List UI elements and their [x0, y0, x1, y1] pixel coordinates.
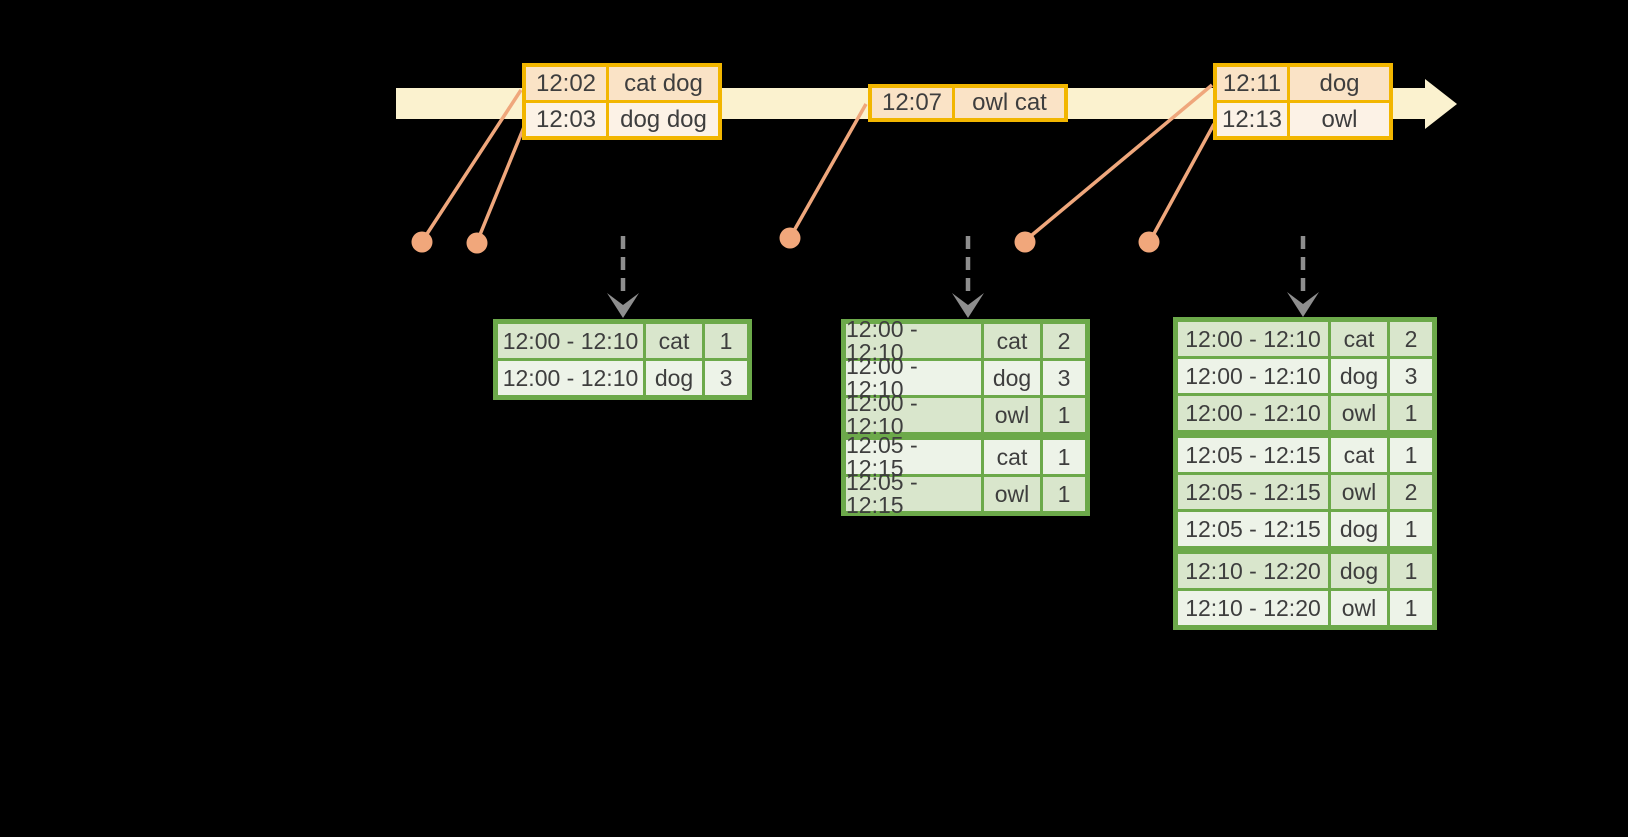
- result-row: 12:00 - 12:10 cat 1: [498, 324, 747, 358]
- event-row: 12:02 cat dog: [526, 67, 718, 100]
- result-count: 3: [705, 361, 747, 395]
- result-count: 3: [1043, 361, 1085, 395]
- result-window: 12:10 - 12:20: [1178, 591, 1328, 625]
- result-window: 12:00 - 12:10: [1178, 359, 1328, 393]
- result-word: cat: [646, 324, 702, 358]
- event-time: 12:02: [526, 67, 606, 100]
- result-window: 12:05 - 12:15: [846, 471, 981, 517]
- event-table-2: 12:07 owl cat: [868, 84, 1068, 122]
- result-window: 12:00 - 12:10: [846, 318, 981, 364]
- result-row: 12:00 - 12:10 owl 1: [846, 392, 1085, 438]
- result-word: cat: [984, 440, 1040, 474]
- result-window: 12:00 - 12:10: [846, 355, 981, 401]
- result-window: 12:00 - 12:10: [498, 361, 643, 395]
- result-count: 1: [1390, 512, 1432, 546]
- result-row: 12:00 - 12:10 dog 3: [498, 361, 747, 395]
- result-word: owl: [1331, 591, 1387, 625]
- event-words: owl cat: [955, 88, 1064, 118]
- event-row: 12:03 dog dog: [526, 103, 718, 136]
- result-count: 1: [1043, 440, 1085, 474]
- result-word: dog: [984, 361, 1040, 395]
- connector-line: [1148, 123, 1216, 242]
- event-words: cat dog: [609, 67, 718, 100]
- result-row: 12:00 - 12:10 dog 3: [846, 355, 1085, 401]
- timeline-arrow-head-icon: [1425, 79, 1457, 129]
- result-count: 1: [1390, 438, 1432, 472]
- result-window: 12:00 - 12:10: [846, 392, 981, 438]
- result-row: 12:00 - 12:10 cat 2: [1178, 322, 1432, 356]
- result-word: owl: [984, 477, 1040, 511]
- event-table-3: 12:11 dog 12:13 owl: [1213, 63, 1393, 140]
- event-dot: [1138, 231, 1160, 253]
- result-row: 12:05 - 12:15 owl 2: [1178, 475, 1432, 509]
- result-window: 12:00 - 12:10: [1178, 322, 1328, 356]
- result-word: cat: [1331, 322, 1387, 356]
- event-dot: [1014, 231, 1036, 253]
- event-time: 12:13: [1217, 103, 1287, 136]
- result-word: dog: [1331, 359, 1387, 393]
- result-count: 2: [1043, 324, 1085, 358]
- result-row: 12:05 - 12:15 cat 1: [846, 434, 1085, 480]
- result-count: 2: [1390, 475, 1432, 509]
- result-table-3: 12:00 - 12:10 cat 2 12:00 - 12:10 dog 3 …: [1173, 317, 1437, 630]
- result-word: dog: [1331, 512, 1387, 546]
- event-time: 12:07: [872, 88, 952, 118]
- result-word: dog: [1331, 554, 1387, 588]
- event-words: dog dog: [609, 103, 718, 136]
- result-window: 12:05 - 12:15: [1178, 438, 1328, 472]
- result-window: 12:10 - 12:20: [1178, 554, 1328, 588]
- result-word: cat: [984, 324, 1040, 358]
- event-dot: [466, 232, 488, 254]
- result-count: 1: [1390, 396, 1432, 430]
- result-row: 12:05 - 12:15 owl 1: [846, 471, 1085, 517]
- event-time: 12:03: [526, 103, 606, 136]
- result-word: owl: [1331, 475, 1387, 509]
- result-row: 12:00 - 12:10 cat 2: [846, 318, 1085, 364]
- result-window: 12:00 - 12:10: [1178, 396, 1328, 430]
- result-row: 12:10 - 12:20 owl 1: [1178, 591, 1432, 625]
- trigger-arrowhead-icon: [952, 293, 984, 318]
- event-row: 12:13 owl: [1217, 103, 1389, 136]
- result-table-1: 12:00 - 12:10 cat 1 12:00 - 12:10 dog 3: [493, 319, 752, 400]
- result-row: 12:05 - 12:15 dog 1: [1178, 512, 1432, 546]
- event-row: 12:07 owl cat: [872, 88, 1064, 118]
- result-word: owl: [1331, 396, 1387, 430]
- result-count: 1: [1043, 398, 1085, 432]
- event-time: 12:11: [1217, 67, 1287, 100]
- event-table-1: 12:02 cat dog 12:03 dog dog: [522, 63, 722, 140]
- trigger-arrowhead-icon: [607, 293, 639, 318]
- result-row: 12:00 - 12:10 dog 3: [1178, 359, 1432, 393]
- event-words: owl: [1290, 103, 1389, 136]
- result-count: 1: [1043, 477, 1085, 511]
- result-row: 12:05 - 12:15 cat 1: [1178, 438, 1432, 472]
- result-window: 12:00 - 12:10: [498, 324, 643, 358]
- result-count: 1: [1390, 591, 1432, 625]
- event-dot: [779, 227, 801, 249]
- result-count: 2: [1390, 322, 1432, 356]
- result-count: 1: [1390, 554, 1432, 588]
- event-row: 12:11 dog: [1217, 67, 1389, 100]
- event-words: dog: [1290, 67, 1389, 100]
- result-word: owl: [984, 398, 1040, 432]
- result-row: 12:10 - 12:20 dog 1: [1178, 554, 1432, 588]
- connector-line: [475, 126, 526, 243]
- result-window: 12:05 - 12:15: [1178, 512, 1328, 546]
- result-count: 1: [705, 324, 747, 358]
- result-word: cat: [1331, 438, 1387, 472]
- result-window: 12:05 - 12:15: [1178, 475, 1328, 509]
- result-row: 12:00 - 12:10 owl 1: [1178, 396, 1432, 430]
- connector-line: [789, 103, 868, 237]
- result-count: 3: [1390, 359, 1432, 393]
- result-window: 12:05 - 12:15: [846, 434, 981, 480]
- event-dot: [411, 231, 433, 253]
- result-word: dog: [646, 361, 702, 395]
- trigger-arrowhead-icon: [1287, 292, 1319, 317]
- result-table-2: 12:00 - 12:10 cat 2 12:00 - 12:10 dog 3 …: [841, 318, 1090, 517]
